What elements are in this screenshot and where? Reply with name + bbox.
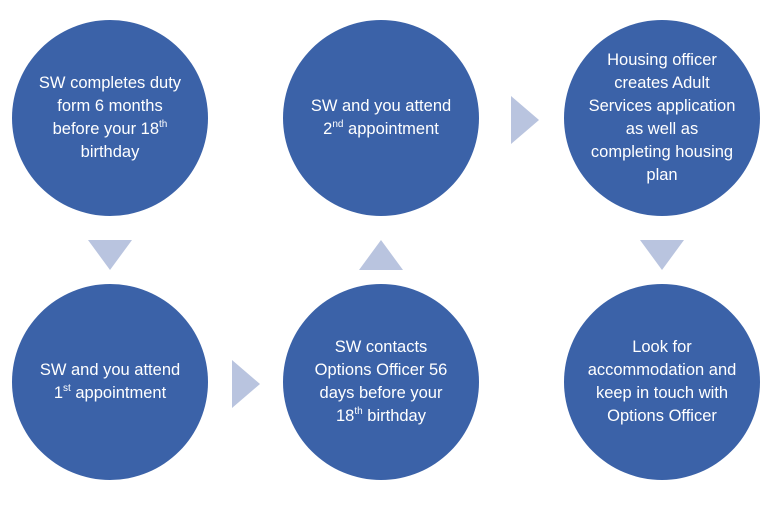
step-2-text: SW and you attend 2nd appointment: [310, 97, 452, 138]
arrow-right-1-icon: [232, 360, 260, 408]
step-1-text: SW completes duty form 6 months before y…: [38, 74, 182, 161]
step-3-text: Housing officer creates Adult Services a…: [588, 51, 736, 184]
step-6-circle: Look for accommodation and keep in touch…: [564, 284, 760, 480]
step-2-circle: SW and you attend 2nd appointment: [283, 20, 479, 216]
arrow-down-2-icon: [640, 240, 684, 270]
step-4-circle: SW and you attend 1st appointment: [12, 284, 208, 480]
step-4-text: SW and you attend 1st appointment: [39, 361, 181, 402]
arrow-right-2-icon: [511, 96, 539, 144]
step-6-text: Look for accommodation and keep in touch…: [587, 338, 737, 425]
step-5-text: SW contacts Options Officer 56 days befo…: [314, 338, 448, 425]
arrow-up-1-icon: [359, 240, 403, 270]
arrow-down-1-icon: [88, 240, 132, 270]
step-3-circle: Housing officer creates Adult Services a…: [564, 20, 760, 216]
step-5-circle: SW contacts Options Officer 56 days befo…: [283, 284, 479, 480]
step-1-circle: SW completes duty form 6 months before y…: [12, 20, 208, 216]
